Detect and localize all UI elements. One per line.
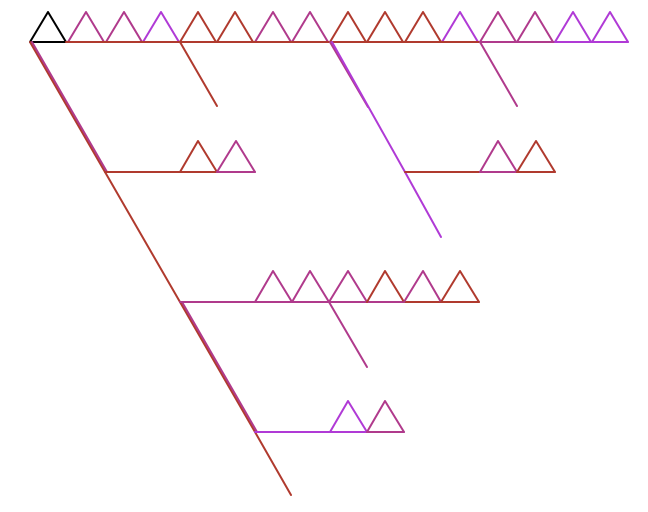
stub-segment xyxy=(179,41,218,107)
diagonal-segment xyxy=(404,171,442,238)
triangle xyxy=(142,11,180,43)
diagonal-segment xyxy=(104,171,181,303)
main-diagonal xyxy=(29,41,292,496)
triangle xyxy=(216,140,256,173)
secondary-diagonal xyxy=(329,41,442,238)
triangle xyxy=(328,270,368,303)
triangle xyxy=(105,11,143,43)
triangle xyxy=(479,11,517,43)
branch-row-1-left xyxy=(104,140,256,173)
triangle xyxy=(554,11,592,43)
triangle xyxy=(329,400,368,433)
triangle xyxy=(254,11,292,43)
diagonal-segment xyxy=(331,41,406,173)
triangle xyxy=(366,270,405,303)
triangle xyxy=(216,11,254,43)
triangle xyxy=(479,140,518,173)
diagonal-segment xyxy=(254,431,292,496)
diagonal-segment xyxy=(31,41,108,173)
diagonal-segment xyxy=(179,301,256,433)
branch-row-1-right xyxy=(404,140,556,173)
top-stubs xyxy=(179,41,518,107)
triangle xyxy=(291,11,329,43)
triangle xyxy=(366,11,404,43)
triangle xyxy=(441,11,479,43)
triangle xyxy=(440,270,480,303)
stub-segment xyxy=(479,41,518,107)
triangle xyxy=(179,11,217,43)
triangle xyxy=(516,140,556,173)
triangle xyxy=(254,270,293,303)
triangle xyxy=(29,11,67,43)
triangle xyxy=(329,11,367,43)
triangle xyxy=(67,11,105,43)
branch-row-3 xyxy=(254,400,405,433)
triangle xyxy=(403,270,442,303)
triangle xyxy=(366,400,405,433)
triangle xyxy=(516,11,554,43)
top-triangle-row xyxy=(29,11,629,43)
stub-segment xyxy=(328,301,368,368)
triangle xyxy=(591,11,629,43)
branch-row-2 xyxy=(179,270,480,368)
triangle xyxy=(179,140,218,173)
triangle xyxy=(291,270,330,303)
diagonal-segment xyxy=(181,301,258,433)
diagonal-segment xyxy=(29,41,106,173)
triangle xyxy=(404,11,442,43)
